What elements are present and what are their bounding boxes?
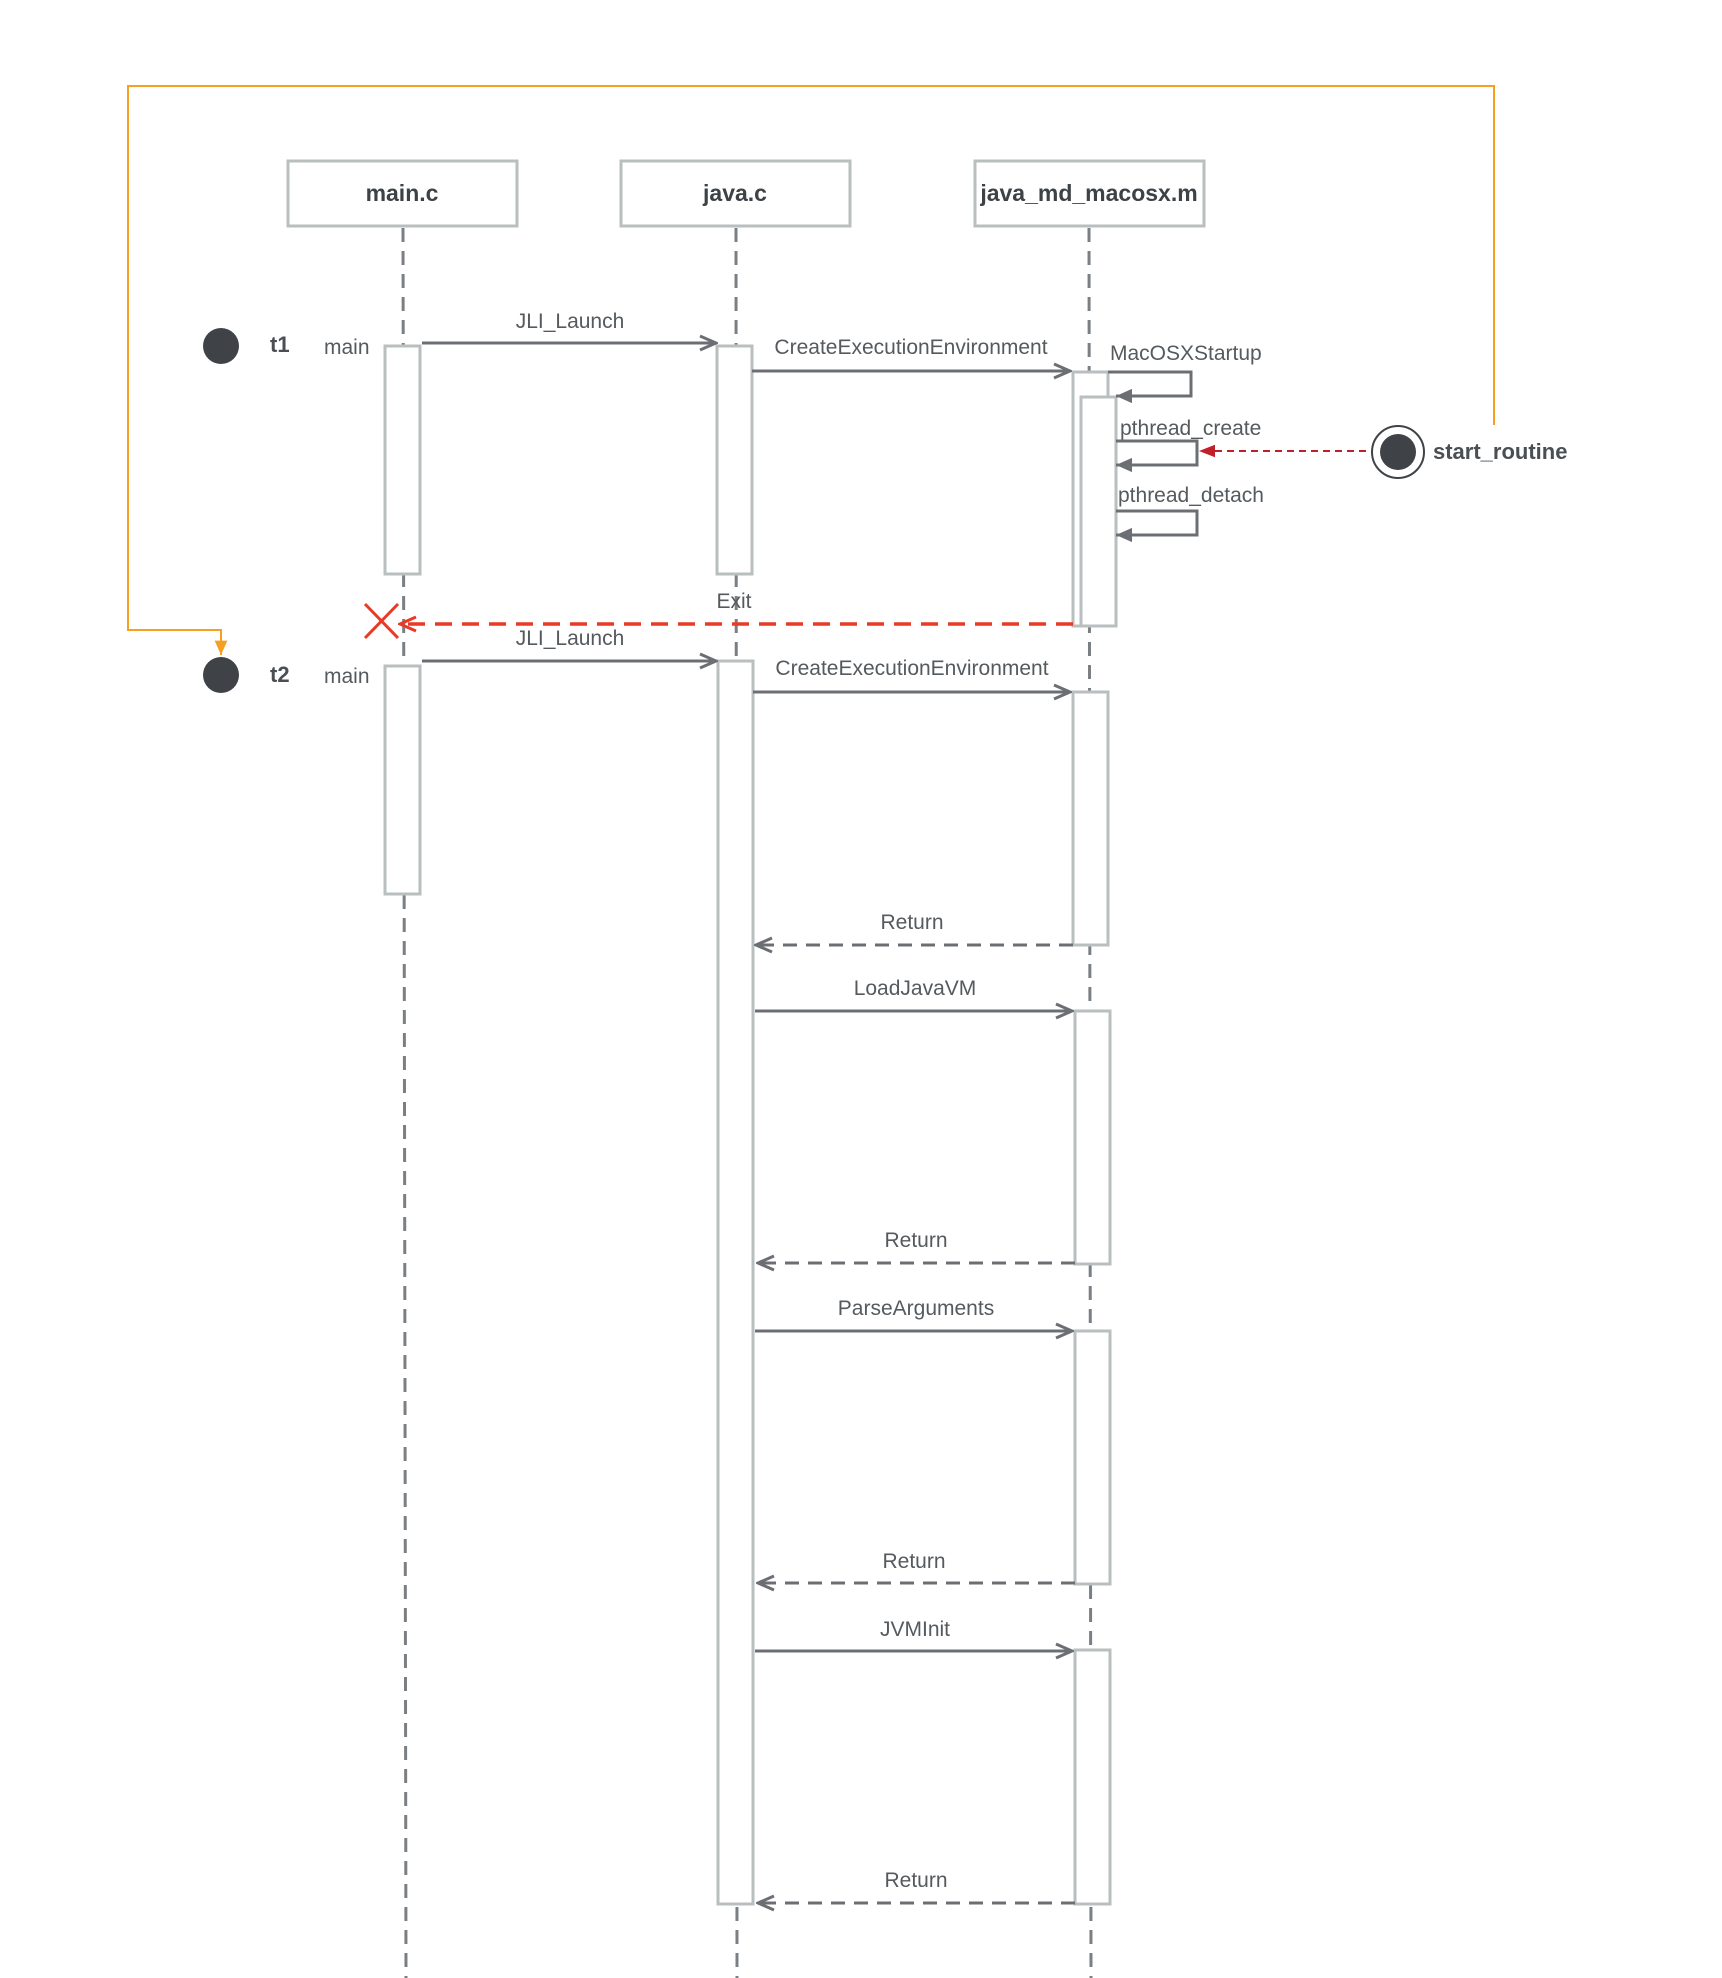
msg-pthread-create-label: pthread_create — [1120, 417, 1261, 440]
activation-java-t1 — [715, 344, 754, 576]
msg-exit-label: Exit — [716, 590, 751, 613]
participant-java-label: java.c — [702, 180, 767, 206]
destroy-icon — [363, 602, 400, 640]
activation-java-t2 — [716, 659, 755, 1906]
participant-macosx: java_md_macosx.m — [973, 159, 1206, 228]
thread-t2-label: t2 — [270, 662, 290, 687]
msg-jli-launch-1-label: JLI_Launch — [516, 310, 625, 333]
start-routine-node — [1371, 425, 1425, 479]
msg-macosx-startup-label: MacOSXStartup — [1110, 342, 1262, 365]
msg-return-4-label: Return — [884, 1869, 947, 1892]
participant-java: java.c — [619, 159, 852, 228]
activation-macosx-jvm-init — [1073, 1648, 1112, 1906]
thread-t2-context: main — [324, 665, 370, 688]
msg-jli-launch-2-label: JLI_Launch — [516, 627, 625, 650]
msg-return-2-label: Return — [884, 1229, 947, 1252]
msg-pthread-detach — [1116, 509, 1199, 543]
lifeline-main — [401, 227, 408, 1978]
activation-main-t1 — [383, 344, 422, 576]
msg-return-3-label: Return — [882, 1550, 945, 1573]
activation-macosx-t1-inner — [1079, 395, 1118, 628]
thread-t1-context: main — [324, 336, 370, 359]
thread-t1-node — [203, 328, 239, 364]
activation-macosx-parse-args — [1073, 1329, 1112, 1586]
thread-loop-line — [127, 85, 1495, 655]
msg-macosx-startup — [1108, 370, 1193, 404]
msg-create-env-2-label: CreateExecutionEnvironment — [775, 657, 1048, 680]
activation-main-t2 — [383, 664, 422, 896]
start-routine-label: start_routine — [1433, 439, 1567, 464]
msg-parse-arguments-label: ParseArguments — [838, 1297, 994, 1320]
activation-macosx-create-env — [1071, 690, 1110, 947]
thread-t2-node — [203, 657, 239, 693]
msg-load-java-vm-label: LoadJavaVM — [854, 977, 977, 1000]
msg-pthread-create — [1116, 439, 1199, 473]
activation-macosx-load-vm — [1073, 1009, 1112, 1266]
participant-macosx-label: java_md_macosx.m — [979, 180, 1197, 206]
msg-pthread-detach-label: pthread_detach — [1118, 484, 1264, 507]
msg-jvm-init-label: JVMInit — [880, 1618, 950, 1641]
msg-return-1-label: Return — [880, 911, 943, 934]
participant-main: main.c — [286, 159, 519, 228]
thread-t1-label: t1 — [270, 332, 290, 357]
msg-create-env-1-label: CreateExecutionEnvironment — [774, 336, 1047, 359]
participant-main-label: main.c — [366, 180, 439, 206]
